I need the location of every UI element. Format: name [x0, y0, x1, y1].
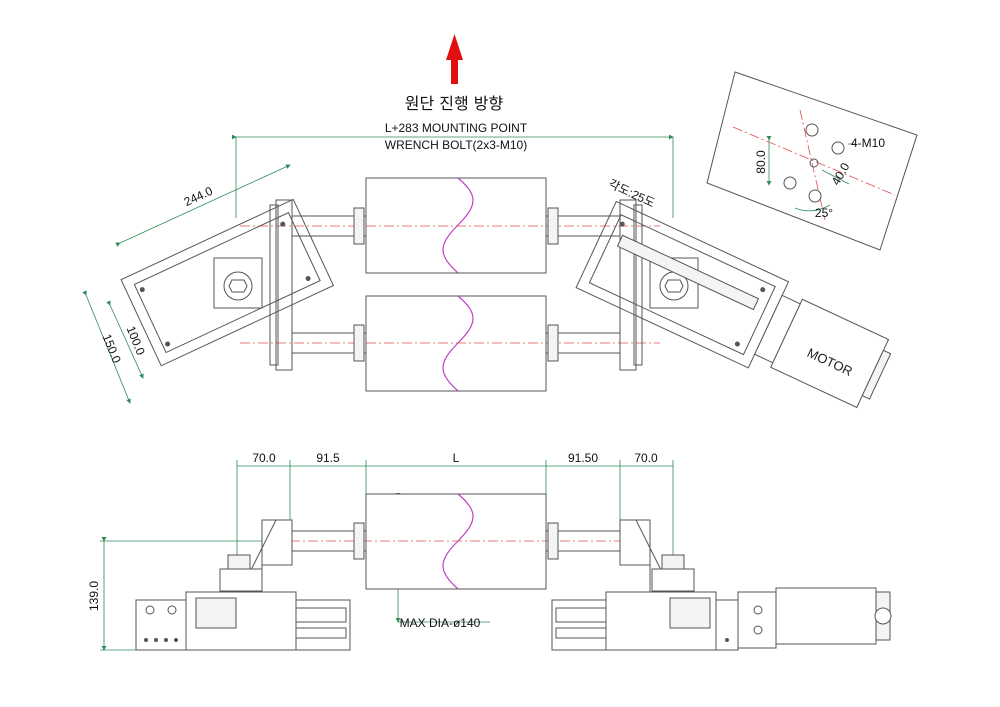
dim-left-915: 91.5: [316, 451, 340, 465]
detail-view: [706, 71, 918, 251]
detail-dim-80: 80.0: [754, 150, 768, 174]
direction-label: 원단 진행 방향: [405, 94, 504, 113]
angle-label: 각도:25도: [606, 177, 657, 211]
detail-angle: 25°: [815, 206, 833, 220]
dim-right-70: 70.0: [634, 451, 658, 465]
dim-150: 150.0: [100, 332, 124, 365]
left-frame: [213, 199, 293, 371]
left-front-assembly: [135, 519, 351, 651]
dim-244: 244.0: [182, 184, 215, 210]
dim-height-139: 139.0: [87, 581, 101, 611]
upper-roller: [240, 177, 660, 274]
right-bracket: [575, 200, 892, 409]
front-roller: [290, 493, 621, 590]
lower-roller: [240, 295, 660, 392]
detail-bolt-label: 4-M10: [851, 136, 885, 150]
direction-arrow: [446, 34, 463, 84]
dim-right-915: 91.50: [568, 451, 598, 465]
dim-left-70: 70.0: [252, 451, 276, 465]
right-front-assembly: [551, 519, 892, 651]
mounting-point-label: L+283 MOUNTING POINT: [385, 121, 528, 135]
dim-center-L: L: [453, 451, 460, 465]
max-dia-label: MAX DIA-ø140: [400, 616, 481, 630]
left-dimensions: [82, 164, 291, 404]
wrench-bolt-label: WRENCH BOLT(2x3-M10): [385, 138, 527, 152]
right-frame: [619, 199, 699, 371]
